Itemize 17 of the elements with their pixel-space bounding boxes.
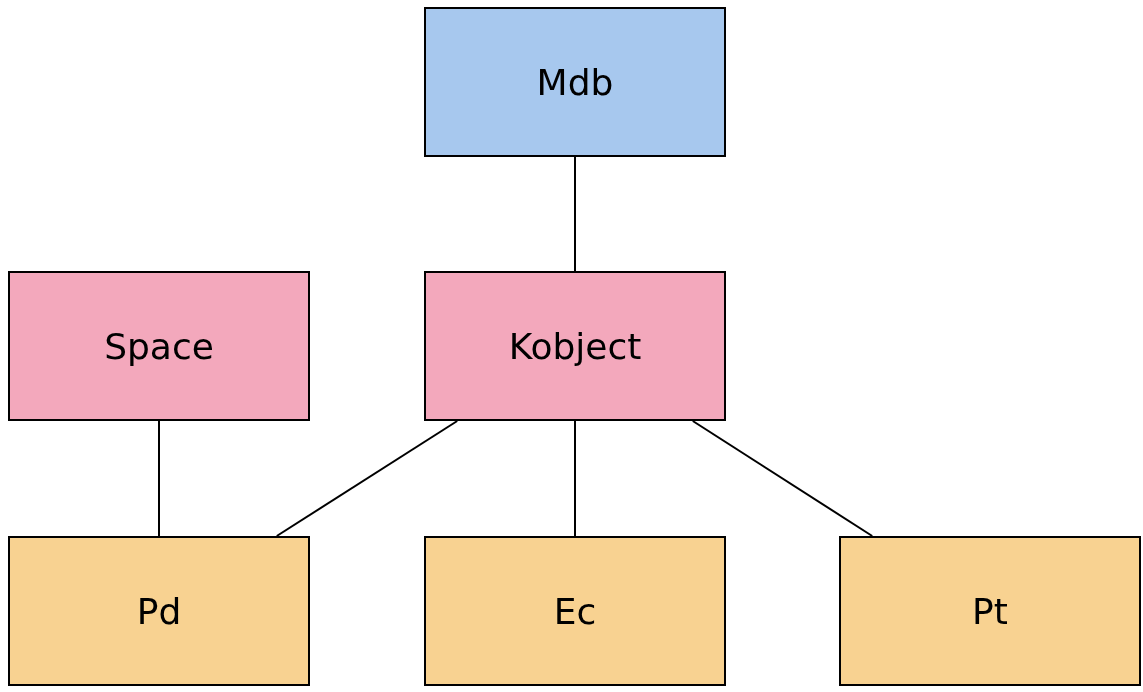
- node-label: Ec: [553, 590, 597, 632]
- connector-line: [574, 420, 576, 537]
- process-box: [424, 7, 726, 157]
- connector-line: [275, 420, 459, 537]
- process-box: [8, 536, 310, 686]
- connector-line: [574, 156, 576, 272]
- process-box: [424, 536, 726, 686]
- connector-line: [158, 420, 160, 537]
- node-label: Kobject: [508, 325, 642, 367]
- node-label: Mdb: [536, 61, 614, 103]
- process-box: [839, 536, 1141, 686]
- node-label: Space: [104, 325, 214, 367]
- process-box: [424, 271, 726, 421]
- process-box: [8, 271, 310, 421]
- node-label: Pt: [972, 590, 1008, 632]
- connector-line: [691, 420, 874, 537]
- node-label: Pd: [136, 590, 182, 632]
